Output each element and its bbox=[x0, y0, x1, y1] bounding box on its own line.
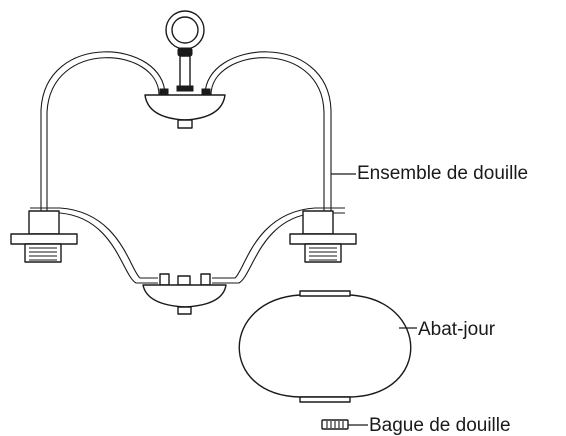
socket-ring-label: Bague de douille bbox=[369, 415, 511, 436]
left-socket bbox=[10, 210, 78, 263]
hanging-ring bbox=[165, 10, 205, 92]
socket-ring bbox=[321, 419, 349, 430]
socket-assembly-label: Ensemble de douille bbox=[357, 163, 529, 184]
lower-arm bbox=[30, 207, 345, 284]
glass-shade bbox=[238, 290, 412, 403]
upper-arms bbox=[40, 51, 332, 212]
right-socket bbox=[289, 210, 357, 263]
lower-canopy bbox=[142, 273, 227, 315]
shade-label: Abat-jour bbox=[418, 319, 496, 340]
upper-canopy bbox=[144, 88, 226, 129]
